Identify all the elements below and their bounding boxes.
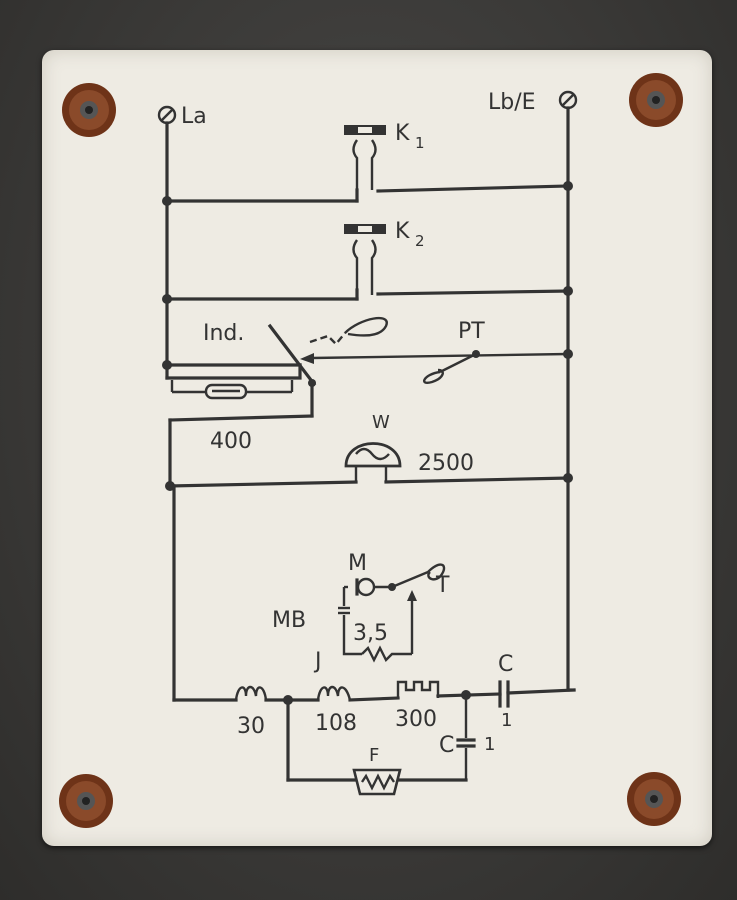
- r400-label: 400: [210, 429, 252, 454]
- key-k2: K 2: [162, 219, 573, 304]
- rails: [165, 106, 570, 692]
- terminal-la: La: [157, 104, 207, 129]
- screw-top-right: [629, 73, 683, 127]
- screw-bottom-right: [627, 772, 681, 826]
- mb-label: MB: [272, 608, 306, 633]
- screw-bottom-left: [59, 774, 113, 828]
- earpiece-branch: C 1 F: [286, 695, 495, 796]
- bottom-chain: C 1 J 30 108 300: [172, 649, 576, 739]
- m-label: M: [348, 551, 367, 576]
- c-low-value: 1: [484, 734, 495, 755]
- key-k1: K 1: [162, 121, 573, 206]
- r300-label: 300: [395, 707, 437, 732]
- microphone-circuit: M MB T 3,5: [272, 551, 450, 663]
- k2-label: K: [395, 219, 410, 244]
- t-label: T: [435, 573, 450, 598]
- r30-label: 30: [237, 714, 265, 739]
- terminal-la-label: La: [181, 104, 207, 129]
- c-top-value: 1: [501, 710, 512, 731]
- f-label: F: [369, 745, 379, 766]
- screw-top-left: [62, 83, 116, 137]
- r2500-label: 2500: [418, 451, 474, 476]
- ind-switch: Ind.: [162, 317, 573, 488]
- lamp-w: W 400 2500: [165, 412, 573, 491]
- k1-label: K: [395, 121, 410, 146]
- terminal-lb-e-label: Lb/E: [488, 90, 536, 115]
- j-label: J: [313, 649, 322, 674]
- k2-sub-label: 2: [415, 232, 425, 250]
- c-top-label: C: [498, 652, 513, 677]
- w-label: W: [372, 412, 390, 433]
- r108-label: 108: [315, 711, 357, 736]
- ind-label: Ind.: [203, 321, 244, 346]
- pt-label: PT: [458, 319, 485, 344]
- pt-switch: PT: [422, 319, 485, 384]
- c-low-label: C: [439, 733, 454, 758]
- r35-label: 3,5: [353, 621, 388, 646]
- terminal-lb-e: Lb/E: [488, 90, 578, 115]
- k1-sub-label: 1: [415, 134, 425, 152]
